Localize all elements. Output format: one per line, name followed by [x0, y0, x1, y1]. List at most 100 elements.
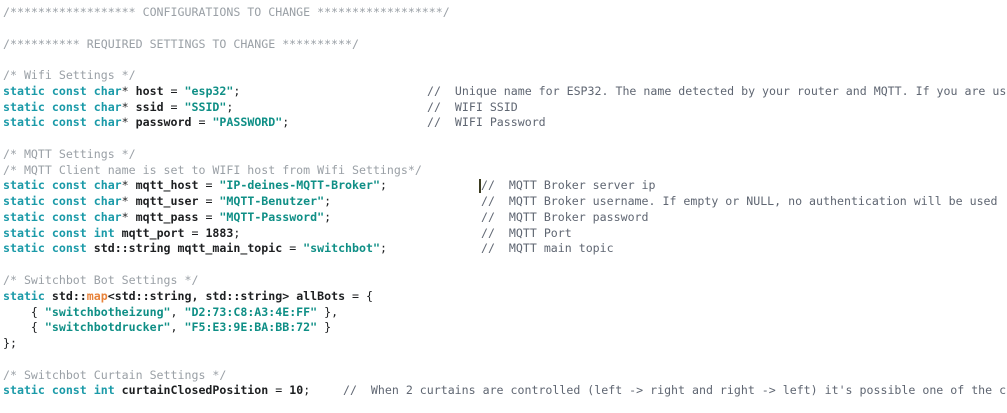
keyword-tokens: static const char	[3, 83, 122, 98]
brace-open: {	[366, 288, 373, 303]
comma-sep: ,	[170, 304, 185, 319]
identifier-curtain-closed-position: curtainClosedPosition	[121, 383, 269, 398]
assign-op: =	[163, 99, 185, 114]
keyword-tokens: static const char	[3, 99, 122, 114]
space	[45, 289, 52, 303]
string-literal-mqtt-pass: "MQTT-Password"	[219, 209, 325, 224]
space	[129, 194, 136, 208]
code-line[interactable]: static const int curtainClosedPosition =…	[0, 383, 1007, 399]
keyword-tokens: static const	[3, 241, 87, 256]
indent: {	[3, 304, 45, 319]
map-key-heizung: "switchbotheizung"	[44, 304, 171, 319]
assign-op: =	[198, 178, 220, 193]
map-value-heizung: "D2:73:C8:A3:4E:FF"	[184, 304, 318, 319]
keyword-tokens: static const int	[3, 225, 115, 240]
assign-op: =	[191, 115, 213, 130]
semicolon: ;	[379, 241, 387, 256]
brace-close: }	[317, 320, 332, 335]
code-line-blank[interactable]	[0, 52, 1007, 68]
code-line[interactable]: static const int mqtt_port = 1883;// MQT…	[0, 226, 1007, 242]
code-line[interactable]: static const std::string mqtt_main_topic…	[0, 241, 1007, 257]
assign-op: =	[282, 241, 304, 256]
semicolon: ;	[303, 383, 311, 398]
comment-section-switchbot-bot: /* Switchbot Bot Settings */	[3, 273, 199, 288]
string-literal-host: "esp32"	[184, 83, 234, 98]
code-line[interactable]: /* MQTT Client name is set to WIFI host …	[0, 163, 1007, 179]
assign-op: =	[345, 288, 367, 303]
identifier-mqtt-user: mqtt_user	[135, 194, 199, 209]
generic-args: <std::string, std::string>	[107, 288, 290, 303]
code-line-blank[interactable]	[0, 257, 1007, 273]
space	[115, 226, 122, 240]
code-line-blank[interactable]	[0, 21, 1007, 37]
trailing-comment-mqtt-port: // MQTT Port	[481, 225, 572, 240]
code-line[interactable]: static std::map<std::string, std::string…	[0, 289, 1007, 305]
pointer-star: *	[121, 99, 129, 114]
comment-banner-required-settings: /********** REQUIRED SETTINGS TO CHANGE …	[3, 36, 359, 51]
trailing-comma: ,	[331, 304, 339, 319]
code-line[interactable]: static const char* mqtt_user = "MQTT-Ben…	[0, 194, 1007, 210]
space	[129, 178, 136, 192]
semicolon: ;	[233, 83, 241, 98]
code-line[interactable]: /****************** CONFIGURATIONS TO CH…	[0, 5, 1007, 21]
assign-op: =	[163, 83, 185, 98]
text-caret	[479, 179, 481, 194]
semicolon: ;	[233, 225, 241, 240]
comment-banner-configurations: /****************** CONFIGURATIONS TO CH…	[3, 5, 450, 19]
trailing-comment-mqtt-host: // MQTT Broker server ip	[481, 178, 656, 193]
brace-close: }	[317, 304, 332, 319]
identifier-password: password	[135, 115, 192, 130]
identifier-ssid: ssid	[135, 99, 164, 114]
code-line[interactable]: static const char* host = "esp32"; // Uni…	[0, 84, 1007, 100]
space	[129, 84, 136, 98]
pointer-star: *	[121, 194, 129, 209]
keyword-tokens: static const char	[3, 115, 122, 130]
space	[129, 115, 136, 129]
space	[129, 100, 136, 114]
semicolon: ;	[324, 209, 332, 224]
code-line[interactable]: /* MQTT Settings */	[0, 147, 1007, 163]
code-line[interactable]: /********** REQUIRED SETTINGS TO CHANGE …	[0, 37, 1007, 53]
code-line[interactable]: /* Wifi Settings */	[0, 68, 1007, 84]
keyword-tokens: static const char	[3, 209, 122, 224]
code-line-blank[interactable]	[0, 131, 1007, 147]
pointer-star: *	[121, 115, 129, 130]
map-key-drucker: "switchbotdrucker"	[44, 320, 171, 335]
keyword-tokens: static const char	[3, 178, 122, 193]
code-line[interactable]: /* Switchbot Curtain Settings */	[0, 368, 1007, 384]
identifier-mqtt-port: mqtt_port	[121, 225, 185, 240]
pointer-star: *	[121, 83, 129, 98]
identifier-mqtt-pass: mqtt_pass	[135, 209, 199, 224]
type-std-string: std::string	[93, 241, 171, 256]
code-line[interactable]: };	[0, 336, 1007, 352]
comma-sep: ,	[170, 320, 185, 335]
trailing-comment-password: // WIFI Password	[427, 115, 546, 130]
keyword-tokens: static const char	[3, 194, 122, 209]
assign-op: =	[184, 225, 206, 240]
string-literal-mqtt-host: "IP-deines-MQTT-Broker"	[219, 178, 380, 193]
trailing-comment-mqtt-main-topic: // MQTT main topic	[481, 241, 614, 256]
code-line[interactable]: static const char* ssid = "SSID";// WIFI…	[0, 100, 1007, 116]
semicolon: ;	[324, 194, 332, 209]
comment-section-mqtt-client: /* MQTT Client name is set to WIFI host …	[3, 162, 422, 177]
code-line[interactable]: { "switchbotdrucker", "F5:E3:9E:BA:BB:72…	[0, 320, 1007, 336]
keyword-tokens: static const int	[3, 383, 115, 398]
semicolon: ;	[379, 178, 387, 193]
pointer-star: *	[121, 178, 129, 193]
string-literal-password: "PASSWORD"	[212, 115, 283, 130]
comment-section-wifi: /* Wifi Settings */	[3, 68, 136, 83]
comment-section-mqtt: /* MQTT Settings */	[3, 146, 136, 161]
code-line[interactable]: static const char* password = "PASSWORD"…	[0, 115, 1007, 131]
assign-op: =	[268, 383, 290, 398]
code-line[interactable]: { "switchbotheizung", "D2:73:C8:A3:4E:FF…	[0, 305, 1007, 321]
code-line[interactable]: /* Switchbot Bot Settings */	[0, 273, 1007, 289]
identifier-host: host	[135, 83, 164, 98]
trailing-comment-host: // Unique name for ESP32. The name detec…	[427, 83, 1007, 98]
indent: {	[3, 320, 45, 335]
code-line[interactable]: static const char* mqtt_host = "IP-deine…	[0, 178, 1007, 194]
space	[171, 241, 178, 255]
code-line-blank[interactable]	[0, 352, 1007, 368]
code-line[interactable]: static const char* mqtt_pass = "MQTT-Pas…	[0, 210, 1007, 226]
trailing-comment-mqtt-pass: // MQTT Broker password	[481, 209, 649, 224]
